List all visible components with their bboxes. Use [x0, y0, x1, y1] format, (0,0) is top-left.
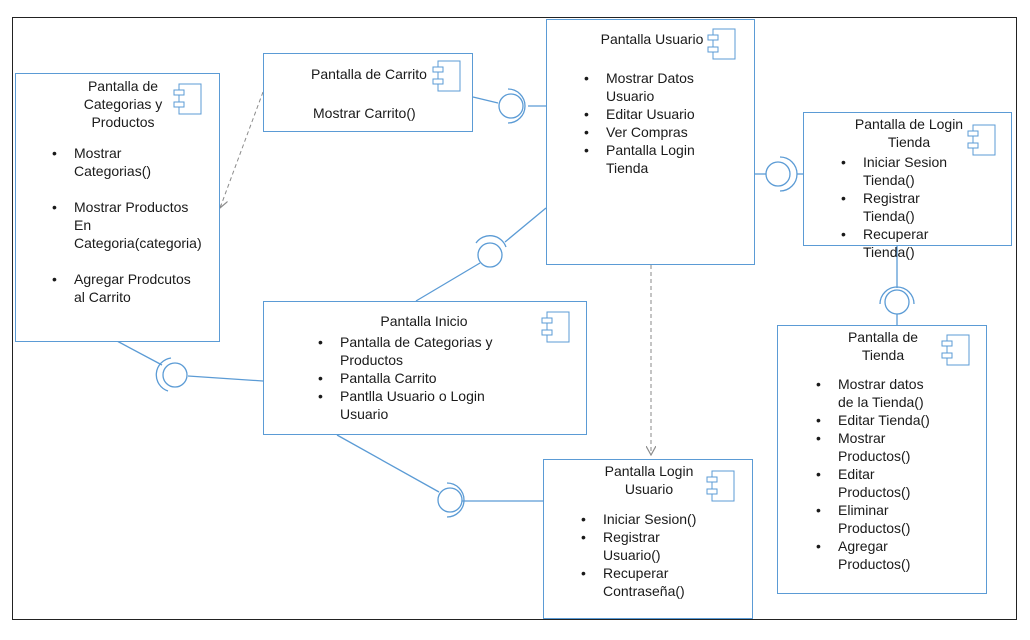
uml-component-icon	[541, 311, 570, 343]
operation: Agregar Prodcutos al Carrito	[52, 270, 202, 306]
uml-component-icon	[432, 60, 461, 92]
uml-component-icon	[967, 124, 996, 156]
component-login-usuario: Pantalla Login Usuario Iniciar Sesion() …	[543, 459, 753, 619]
operation: Editar Usuario	[584, 105, 734, 123]
component-categorias: Pantalla de Categorias y Productos Mostr…	[15, 73, 220, 342]
lollipop-icon	[477, 242, 503, 268]
operation: Eliminar Productos()	[816, 501, 946, 537]
connector-inicio-categorias	[187, 375, 264, 382]
operation: Recuperar Contraseña()	[581, 564, 721, 600]
operation: Mostrar Productos En Categoria(categoria…	[52, 198, 202, 252]
uml-component-icon	[706, 470, 735, 502]
socket-icon	[446, 482, 465, 518]
connector-inicio-usuario	[415, 262, 481, 302]
operation: Ver Compras	[584, 123, 734, 141]
operation: Recuperar Tienda()	[841, 225, 961, 261]
operation: Pantalla Carrito	[318, 369, 513, 387]
component-title: Pantalla de Carrito	[311, 66, 427, 82]
lollipop-icon	[884, 289, 910, 315]
operation: Registrar Usuario()	[581, 528, 721, 564]
dependency-carrito-categorias	[220, 91, 264, 208]
component-title: Pantalla de Login Tienda	[854, 116, 964, 150]
operation: Registrar Tienda()	[841, 189, 961, 225]
diagram-frame	[12, 17, 1017, 620]
uml-component-icon	[941, 334, 970, 366]
operation: Mostrar Categorias()	[52, 144, 202, 180]
component-usuario: Pantalla Usuario Mostrar Datos Usuario E…	[546, 19, 755, 265]
operations-list: Mostrar Datos Usuario Editar Usuario Ver…	[584, 69, 734, 177]
operations-list: Pantalla de Categorias y Productos Panta…	[318, 333, 513, 423]
component-tienda: Pantalla de Tienda Mostrar datos de la T…	[777, 325, 987, 594]
socket-icon	[507, 88, 526, 124]
operations-list: Mostrar datos de la Tienda() Editar Tien…	[816, 375, 946, 573]
operation: Mostrar Carrito()	[313, 105, 416, 121]
component-title: Pantalla Usuario	[600, 31, 704, 47]
operation: Pantalla Login Tienda	[584, 141, 734, 177]
uml-component-icon	[707, 28, 736, 60]
connector-inicio-loginusuario	[336, 434, 440, 493]
operation: Mostrar Productos()	[816, 429, 946, 465]
component-inicio: Pantalla Inicio Pantalla de Categorias y…	[263, 301, 587, 435]
lollipop-icon	[498, 93, 524, 119]
uml-component-icon	[173, 83, 202, 115]
operations-list: Iniciar Sesion Tienda() Registrar Tienda…	[841, 153, 961, 261]
component-title: Pantalla Inicio	[380, 313, 468, 329]
component-carrito: Pantalla de Carrito Mostrar Carrito()	[263, 53, 473, 132]
operation: Mostrar Datos Usuario	[584, 69, 734, 105]
operation: Iniciar Sesion()	[581, 510, 721, 528]
lollipop-icon	[437, 487, 463, 513]
operation: Mostrar datos de la Tienda()	[816, 375, 946, 411]
connector-carrito-usuario	[472, 96, 499, 104]
lollipop-icon	[765, 161, 791, 187]
lollipop-icon	[162, 362, 188, 388]
component-title: Pantalla de Tienda	[847, 329, 919, 363]
operations-list: Mostrar Categorias() Mostrar Productos E…	[52, 144, 202, 306]
operation: Editar Tienda()	[816, 411, 946, 429]
operation: Pantalla de Categorias y Productos	[318, 333, 513, 369]
socket-icon	[475, 235, 507, 248]
component-title: Pantalla Login Usuario	[604, 463, 694, 497]
operations-list: Iniciar Sesion() Registrar Usuario() Rec…	[581, 510, 721, 600]
operation: Iniciar Sesion Tienda()	[841, 153, 961, 189]
socket-icon	[155, 357, 172, 392]
operation: Pantlla Usuario o Login Usuario	[318, 387, 513, 423]
component-login-tienda: Pantalla de Login Tienda Iniciar Sesion …	[803, 112, 1012, 260]
operation: Agregar Productos()	[816, 537, 946, 573]
socket-icon	[879, 286, 915, 305]
component-title: Pantalla de Categorias y Productos	[83, 78, 163, 130]
operation: Editar Productos()	[816, 465, 946, 501]
